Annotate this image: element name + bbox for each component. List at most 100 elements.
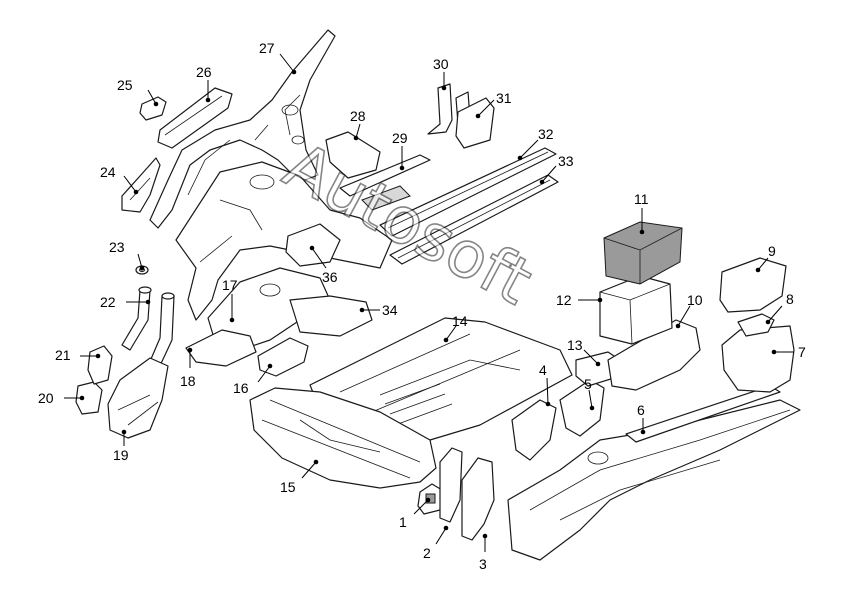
part-31-shape: [455, 97, 495, 149]
callout-26-label: 26: [196, 64, 212, 80]
callout-31: 31: [475, 90, 512, 119]
part-28-shape: [325, 131, 381, 179]
part-15-shape: [249, 387, 437, 489]
part-drawings: [75, 29, 801, 561]
part-7-shape: [721, 325, 795, 393]
callout-22-label: 22: [100, 294, 116, 310]
callout-21: 21: [55, 347, 101, 363]
callout-27: 27: [259, 40, 297, 75]
part-26-shape: [157, 87, 233, 149]
callout-10-label: 10: [687, 292, 703, 308]
part-27-shape: [149, 29, 336, 229]
callout-25: 25: [117, 77, 159, 107]
callout-34-label: 34: [382, 302, 398, 318]
callout-20: 20: [38, 390, 85, 406]
callout-29-label: 29: [392, 130, 408, 146]
callouts: 1 2 3 4 5 6 7 8: [38, 40, 806, 572]
callout-19: 19: [113, 429, 129, 463]
callout-28-label: 28: [350, 108, 366, 124]
callout-26: 26: [196, 64, 212, 103]
callout-4-label: 4: [539, 362, 547, 378]
callout-3: 3: [479, 533, 488, 572]
part-9-shape: [719, 257, 787, 313]
callout-3-label: 3: [479, 556, 487, 572]
callout-16: 16: [233, 363, 273, 396]
callout-36: 36: [309, 245, 338, 285]
callout-1: 1: [399, 497, 431, 530]
part-22-shape: [121, 286, 175, 371]
chassis-rail-shape: [507, 399, 801, 561]
callout-1-label: 1: [399, 514, 407, 530]
callout-10: 10: [675, 292, 703, 329]
part-6-shape: [625, 385, 781, 443]
part-5-shape: [559, 379, 605, 437]
callout-36-label: 36: [322, 269, 338, 285]
callout-31-label: 31: [496, 90, 512, 106]
callout-23: 23: [109, 239, 145, 271]
callout-13-label: 13: [567, 337, 583, 353]
callout-24-label: 24: [100, 164, 116, 180]
callout-15-label: 15: [280, 479, 296, 495]
callout-7-label: 7: [798, 344, 806, 360]
callout-25-label: 25: [117, 77, 133, 93]
part-21-shape: [87, 345, 113, 385]
callout-13: 13: [567, 337, 601, 367]
part-8-shape: [737, 313, 775, 337]
part-29-shape: [339, 154, 431, 211]
callout-32: 32: [517, 126, 554, 161]
callout-5: 5: [584, 376, 595, 411]
part-19-shape: [107, 357, 169, 439]
part-11-shape: [603, 221, 683, 285]
callout-33: 33: [539, 153, 574, 185]
part-33-shape: [389, 174, 559, 265]
part-25-shape: [139, 96, 167, 121]
callout-15: 15: [280, 459, 319, 495]
callout-29: 29: [392, 130, 408, 171]
part-24-shape: [121, 157, 161, 213]
callout-7: 7: [771, 344, 806, 360]
part-16-shape: [257, 337, 309, 377]
part-4-shape: [511, 399, 557, 461]
callout-6: 6: [637, 402, 646, 435]
callout-34: 34: [359, 302, 398, 318]
callout-18-label: 18: [180, 373, 196, 389]
callout-8: 8: [765, 291, 794, 325]
callout-11-label: 11: [634, 191, 649, 207]
callout-8-label: 8: [786, 291, 794, 307]
callout-28: 28: [350, 108, 366, 141]
part-34-shape: [289, 295, 373, 337]
callout-27-label: 27: [259, 40, 275, 56]
callout-4: 4: [539, 362, 551, 407]
callout-14: 14: [443, 313, 468, 343]
callout-32-label: 32: [538, 126, 554, 142]
callout-21-label: 21: [55, 347, 71, 363]
part-32-shape: [379, 147, 557, 237]
callout-5-label: 5: [584, 376, 592, 392]
part-36-shape: [285, 223, 341, 267]
callout-12-label: 12: [556, 292, 572, 308]
callout-9-label: 9: [768, 243, 776, 259]
callout-18: 18: [180, 347, 196, 389]
callout-19-label: 19: [113, 447, 129, 463]
part-2-shape: [439, 447, 463, 523]
callout-24: 24: [100, 164, 139, 195]
callout-20-label: 20: [38, 390, 54, 406]
callout-30-label: 30: [433, 56, 449, 72]
callout-2: 2: [423, 525, 449, 561]
callout-17-label: 17: [222, 277, 238, 293]
part-10-shape: [607, 319, 701, 391]
callout-12: 12: [556, 292, 603, 308]
callout-17: 17: [222, 277, 238, 323]
callout-9: 9: [755, 243, 776, 273]
callout-23-label: 23: [109, 239, 125, 255]
callout-33-label: 33: [558, 153, 574, 169]
callout-11: 11: [634, 191, 649, 235]
callout-6-label: 6: [637, 402, 645, 418]
callout-22: 22: [100, 294, 151, 310]
callout-16-label: 16: [233, 380, 249, 396]
callout-30: 30: [433, 56, 449, 91]
callout-14-label: 14: [452, 313, 468, 329]
part-3-shape: [461, 457, 495, 541]
callout-2-label: 2: [423, 545, 431, 561]
